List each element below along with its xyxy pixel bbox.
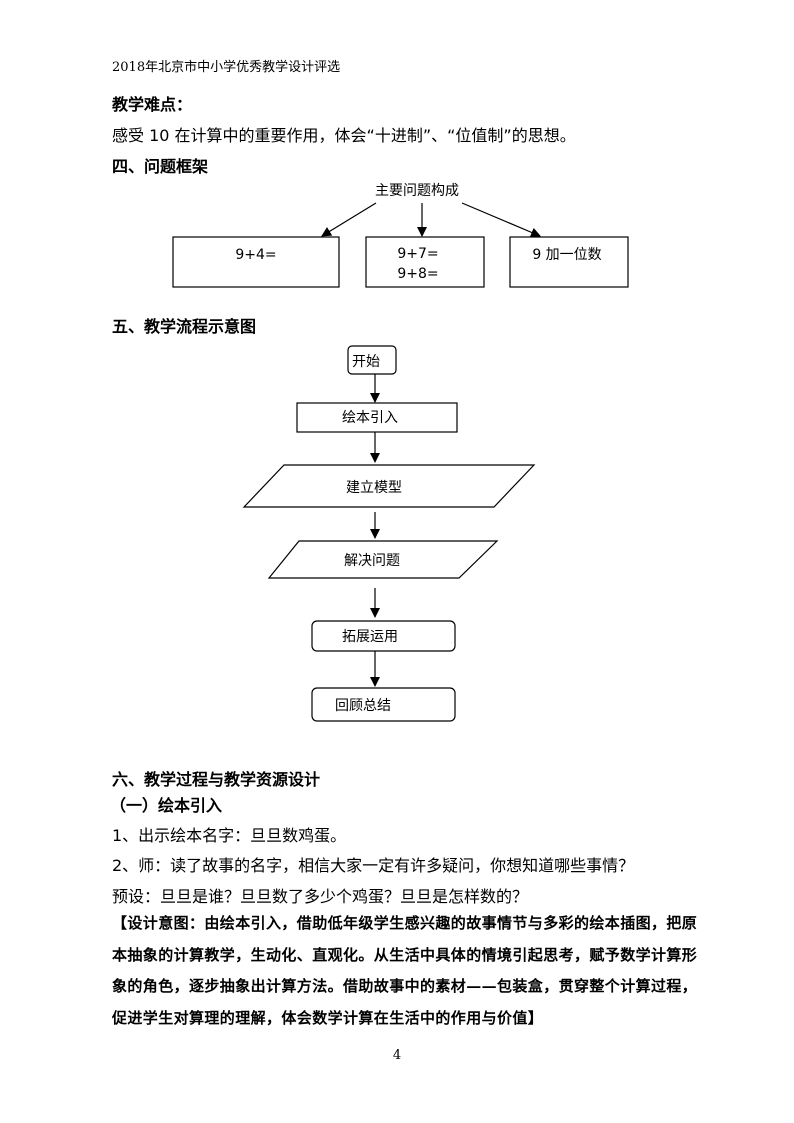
arrow-to-box1 bbox=[321, 202, 377, 237]
problem-framework-diagram: 主要问题构成 9+4= 9+7= 9+8= 9 加一位数 bbox=[172, 183, 629, 288]
difficulty-text: 感受 10 在计算中的重要作用，体会“十进制”、“位值制”的思想。 bbox=[112, 126, 576, 145]
flow-step4-text: 拓展运用 bbox=[342, 629, 398, 645]
arrow-to-box3 bbox=[461, 202, 541, 238]
flow-start-text: 开始 bbox=[352, 354, 380, 370]
difficulty-heading: 教学难点： bbox=[112, 95, 193, 114]
flow-step4-box bbox=[311, 620, 456, 652]
preset-answers: 预设：旦旦是谁？旦旦数了多少个鸡蛋？旦旦是怎样数的？ bbox=[112, 887, 529, 906]
item-2: 2、师：读了故事的名字，相信大家一定有许多疑问，你想知道哪些事情？ bbox=[112, 856, 635, 875]
framework-box2 bbox=[365, 236, 485, 288]
framework-box2-text-line1: 9+7= bbox=[397, 246, 438, 262]
section4-heading: 四、问题框架 bbox=[112, 157, 209, 176]
flow-step1-box bbox=[296, 402, 458, 433]
subsection1-heading: （一）绘本引入 bbox=[110, 796, 223, 815]
framework-box3-text: 9 加一位数 bbox=[532, 247, 601, 263]
framework-box1 bbox=[172, 236, 340, 288]
section6-heading: 六、教学过程与教学资源设计 bbox=[112, 770, 321, 789]
framework-box2-text-line2: 9+8= bbox=[397, 266, 438, 282]
design-intent-note: 【设计意图：由绘本引入，借助低年级学生感兴趣的故事情节与多彩的绘本插图，把原本抽… bbox=[112, 914, 698, 1027]
flow-step5-text: 回顾总结 bbox=[335, 698, 391, 714]
framework-box3 bbox=[509, 236, 629, 288]
teaching-flowchart: 开始 绘本引入 建立模型 解决问题 拓展运用 回顾总结 bbox=[242, 345, 536, 722]
item-1: 1、出示绘本名字：旦旦数鸡蛋。 bbox=[112, 826, 347, 845]
framework-box1-text: 9+4= bbox=[235, 247, 276, 263]
section5-heading: 五、教学流程示意图 bbox=[112, 317, 257, 336]
flow-step3-shape bbox=[267, 540, 499, 579]
flow-start-box bbox=[347, 345, 397, 375]
flow-step2-shape bbox=[242, 464, 536, 508]
flow-step2-text: 建立模型 bbox=[346, 480, 402, 496]
flow-step1-text: 绘本引入 bbox=[342, 410, 398, 426]
page-number: 4 bbox=[392, 1048, 402, 1063]
page-header: 2018年北京市中小学优秀教学设计评选 bbox=[112, 60, 341, 75]
framework-root: 主要问题构成 bbox=[375, 183, 459, 199]
flow-step3-text: 解决问题 bbox=[344, 553, 400, 569]
flow-step5-box bbox=[311, 687, 456, 722]
